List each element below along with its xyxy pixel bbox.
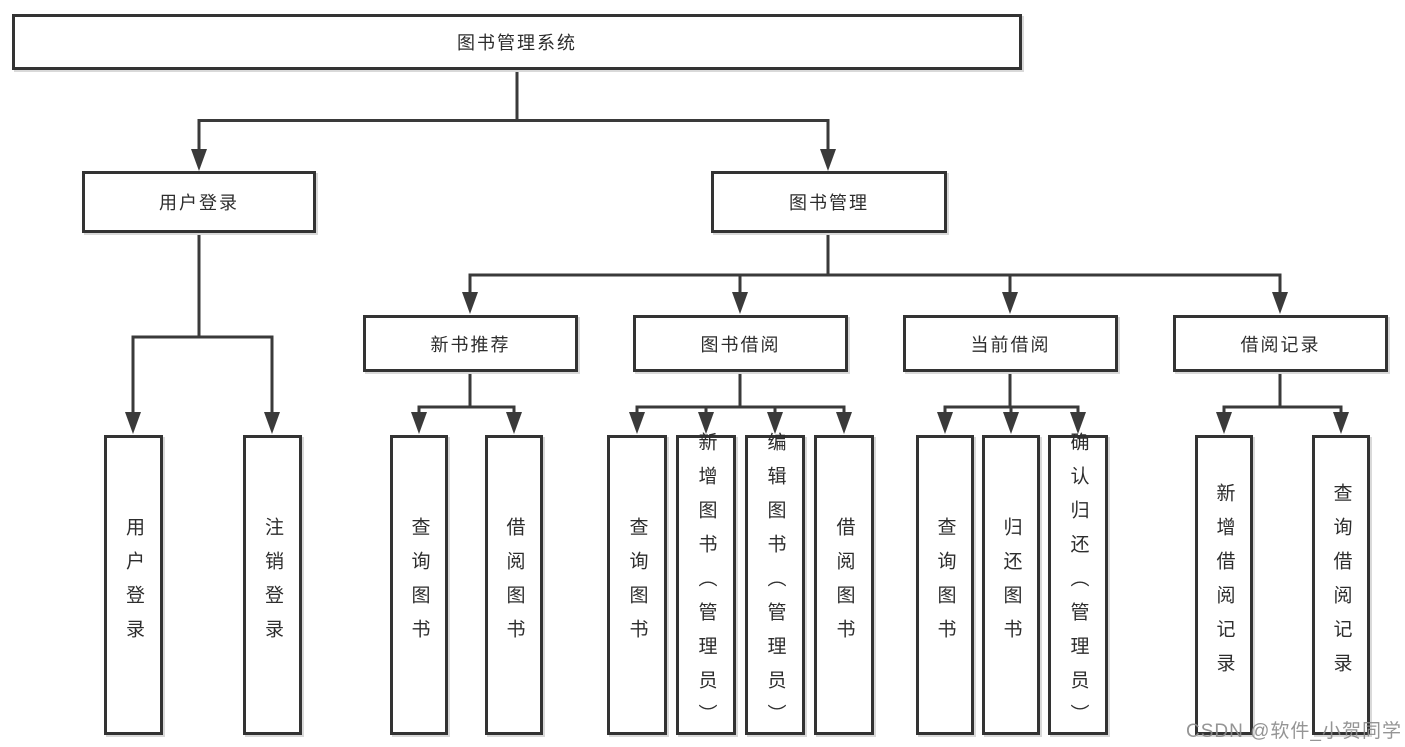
leaf-logout-label: 注销登录 — [262, 517, 283, 653]
leaf-edit-book-admin-label: 编辑图书（管理员） — [764, 432, 786, 738]
node-user-login: 用户登录 — [82, 171, 316, 233]
leaf-borrow-book-1: 借阅图书 — [485, 435, 543, 735]
node-book-borrowing-label: 图书借阅 — [700, 334, 781, 355]
leaf-borrow-book-2: 借阅图书 — [814, 435, 874, 735]
node-current-borrowing-label: 当前借阅 — [970, 334, 1051, 355]
node-borrowing-records-label: 借阅记录 — [1240, 334, 1321, 355]
leaf-confirm-return-admin-label: 确认归还（管理员） — [1067, 432, 1089, 738]
leaf-add-book-admin: 新增图书（管理员） — [676, 432, 736, 738]
leaf-edit-book-admin: 编辑图书（管理员） — [745, 432, 805, 738]
leaf-query-borrow-record-label: 查询借阅记录 — [1330, 483, 1352, 687]
leaf-query-book-1-label: 查询图书 — [408, 517, 430, 653]
node-root-library-system: 图书管理系统 — [12, 14, 1022, 70]
leaf-query-book-2-label: 查询图书 — [626, 517, 648, 653]
leaf-query-book-1: 查询图书 — [390, 435, 448, 735]
leaf-add-borrow-record-label: 新增借阅记录 — [1213, 483, 1235, 687]
csdn-watermark: CSDN @软件_小贺同学 — [1186, 721, 1402, 742]
leaf-add-book-admin-label: 新增图书（管理员） — [695, 432, 717, 738]
node-book-management-label: 图书管理 — [789, 193, 869, 213]
node-new-book-recommendation-label: 新书推荐 — [430, 334, 511, 355]
leaf-return-book-label: 归还图书 — [1000, 517, 1022, 653]
leaf-query-book-2: 查询图书 — [607, 435, 667, 735]
node-borrowing-records: 借阅记录 — [1173, 315, 1388, 372]
leaf-query-book-3-label: 查询图书 — [934, 517, 956, 653]
node-book-management: 图书管理 — [711, 171, 947, 233]
leaf-borrow-book-2-label: 借阅图书 — [833, 517, 855, 653]
node-book-borrowing: 图书借阅 — [633, 315, 848, 372]
leaf-borrow-book-1-label: 借阅图书 — [503, 517, 525, 653]
leaf-add-borrow-record: 新增借阅记录 — [1195, 435, 1253, 735]
node-current-borrowing: 当前借阅 — [903, 315, 1118, 372]
leaf-logout: 注销登录 — [243, 435, 302, 735]
leaf-user-login: 用户登录 — [104, 435, 163, 735]
leaf-query-borrow-record: 查询借阅记录 — [1312, 435, 1370, 735]
node-user-login-label: 用户登录 — [159, 193, 239, 213]
leaf-return-book: 归还图书 — [982, 435, 1040, 735]
leaf-query-book-3: 查询图书 — [916, 435, 974, 735]
leaf-confirm-return-admin: 确认归还（管理员） — [1048, 432, 1108, 738]
leaf-user-login-label: 用户登录 — [123, 517, 144, 653]
node-new-book-recommendation: 新书推荐 — [363, 315, 578, 372]
node-root-label: 图书管理系统 — [457, 33, 577, 53]
